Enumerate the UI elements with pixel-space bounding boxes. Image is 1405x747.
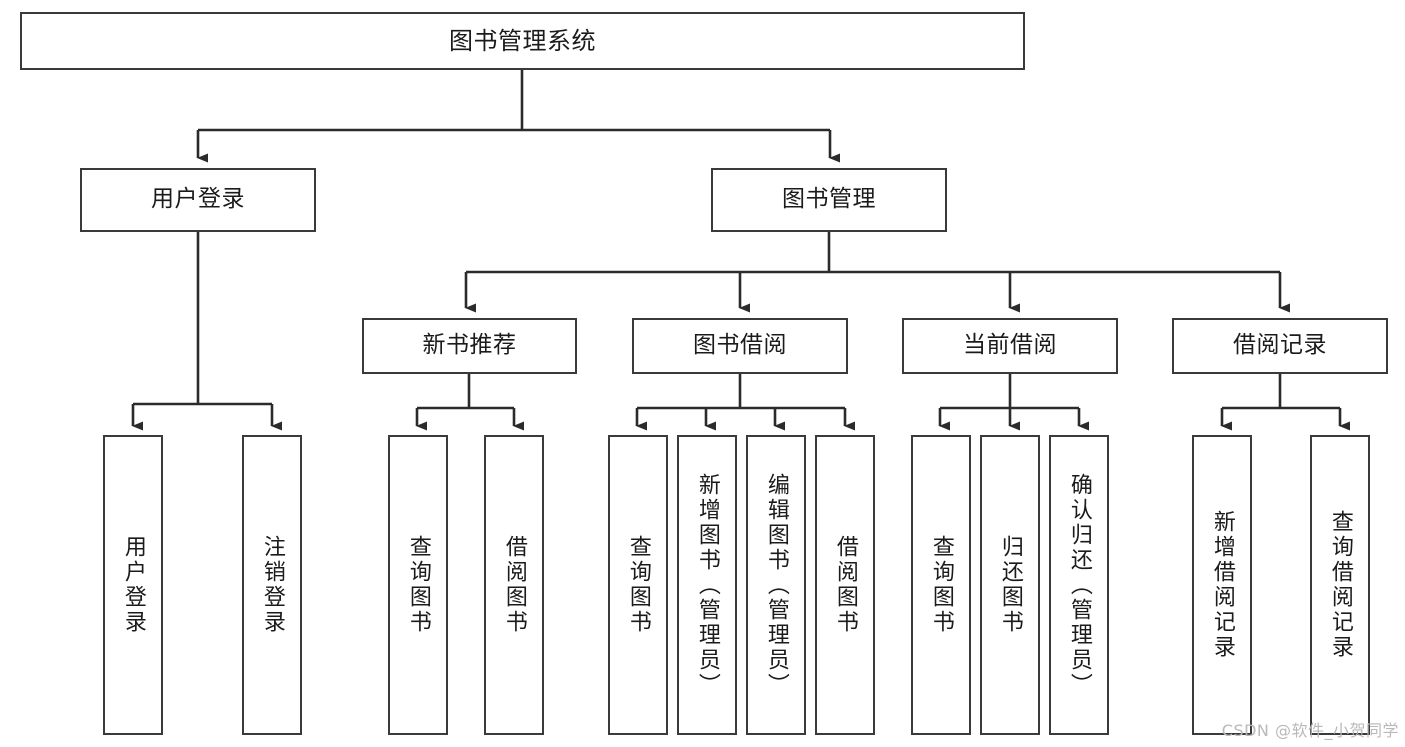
node-leaf-add-record[interactable]: 新增借阅记录 (1192, 435, 1252, 735)
node-leaf-borrow-book-2[interactable]: 借阅图书 (815, 435, 875, 735)
node-borrow-record-label: 借阅记录 (1233, 332, 1327, 359)
node-leaf-user-login[interactable]: 用户登录 (103, 435, 163, 735)
node-book-management[interactable]: 图书管理 (711, 168, 947, 232)
node-book-management-label: 图书管理 (782, 186, 876, 213)
node-leaf-edit-book-label: 编辑图书（管理员） (763, 472, 789, 698)
node-book-borrow[interactable]: 图书借阅 (632, 318, 848, 374)
node-leaf-return-book[interactable]: 归还图书 (980, 435, 1040, 735)
node-leaf-edit-book[interactable]: 编辑图书（管理员） (746, 435, 806, 735)
node-leaf-add-book[interactable]: 新增图书（管理员） (677, 435, 737, 735)
node-root-label: 图书管理系统 (449, 26, 596, 55)
node-current-borrow-label: 当前借阅 (963, 332, 1057, 359)
node-leaf-add-record-label: 新增借阅记录 (1209, 510, 1235, 660)
node-leaf-query-book-3[interactable]: 查询图书 (911, 435, 971, 735)
node-borrow-record[interactable]: 借阅记录 (1172, 318, 1388, 374)
node-leaf-query-book-3-label: 查询图书 (928, 535, 954, 635)
node-leaf-query-book-2-label: 查询图书 (625, 535, 651, 635)
node-new-book-recommend-label: 新书推荐 (422, 332, 517, 359)
node-leaf-query-book-2[interactable]: 查询图书 (608, 435, 668, 735)
node-leaf-query-book-1[interactable]: 查询图书 (388, 435, 448, 735)
node-leaf-confirm-return[interactable]: 确认归还（管理员） (1049, 435, 1109, 735)
node-leaf-user-logout-label: 注销登录 (259, 535, 285, 635)
node-leaf-return-book-label: 归还图书 (997, 535, 1023, 635)
node-current-borrow[interactable]: 当前借阅 (902, 318, 1118, 374)
node-leaf-borrow-book-1[interactable]: 借阅图书 (484, 435, 544, 735)
node-leaf-user-login-label: 用户登录 (120, 535, 146, 635)
csdn-watermark: CSDN @软件_小贺同学 (1221, 721, 1399, 740)
node-leaf-query-book-1-label: 查询图书 (405, 535, 431, 635)
node-leaf-borrow-book-1-label: 借阅图书 (501, 535, 527, 635)
node-leaf-borrow-book-2-label: 借阅图书 (832, 535, 858, 635)
node-leaf-confirm-return-label: 确认归还（管理员） (1066, 472, 1092, 698)
node-root[interactable]: 图书管理系统 (20, 12, 1025, 70)
node-leaf-query-record-label: 查询借阅记录 (1327, 510, 1353, 660)
node-user-login[interactable]: 用户登录 (80, 168, 316, 232)
node-leaf-user-logout[interactable]: 注销登录 (242, 435, 302, 735)
node-user-login-label: 用户登录 (151, 186, 245, 213)
node-book-borrow-label: 图书借阅 (693, 332, 787, 359)
node-leaf-query-record[interactable]: 查询借阅记录 (1310, 435, 1370, 735)
node-new-book-recommend[interactable]: 新书推荐 (362, 318, 577, 374)
node-leaf-add-book-label: 新增图书（管理员） (694, 472, 720, 698)
